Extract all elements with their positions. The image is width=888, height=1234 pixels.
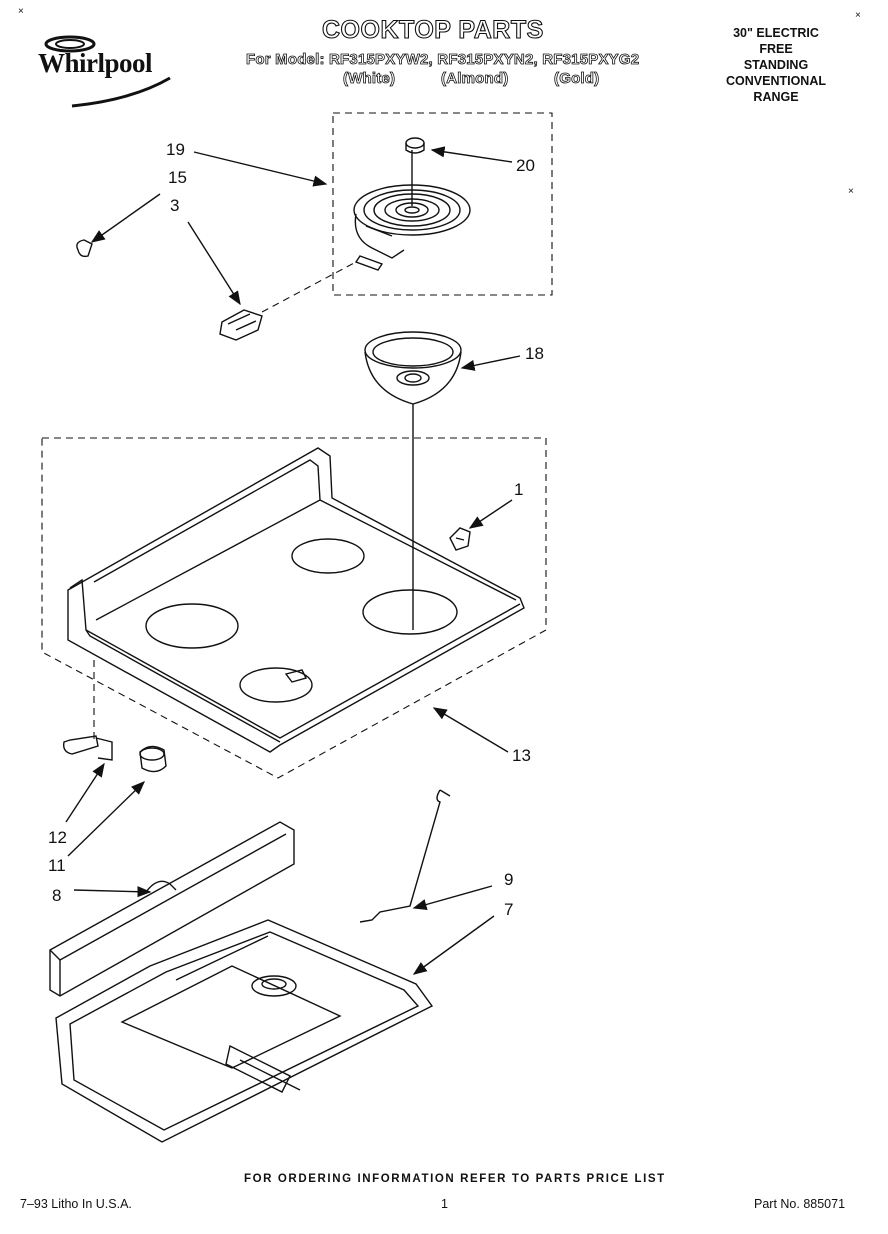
callout-19: 19 (166, 140, 185, 159)
callout-1: 1 (514, 480, 524, 499)
spec-line: 30" ELECTRIC (733, 26, 819, 40)
bottom-tray-part (55, 919, 434, 1143)
corner-mark-r: × (848, 186, 854, 197)
model-line: For Model: RF315PXYW2, RF315PXYN2, RF315… (246, 51, 640, 69)
bracket-part (449, 527, 471, 551)
cooktop-assembly-box (41, 437, 547, 779)
spec-line: FREE (759, 42, 793, 56)
drip-bowl-part (364, 331, 462, 405)
callout-15: 15 (168, 168, 187, 187)
spec-line: STANDING (743, 58, 809, 72)
corner-mark-tr: × (855, 10, 861, 21)
callout-8: 8 (52, 886, 62, 905)
corner-mark-tl: × (18, 6, 24, 17)
whirlpool-logo: Whirlpool (32, 30, 192, 112)
page-number: 1 (441, 1197, 448, 1211)
color-white: (White) (343, 70, 396, 88)
ordering-note: FOR ORDERING INFORMATION REFER TO PARTS … (244, 1173, 666, 1185)
switch-part (62, 735, 113, 761)
wire-clip-part (76, 239, 93, 258)
callout-9: 9 (504, 870, 514, 889)
litho-note: 7–93 Litho In U.S.A. (20, 1197, 132, 1211)
spec-line: CONVENTIONAL (726, 74, 826, 88)
callout-7: 7 (504, 900, 514, 919)
spec-line: RANGE (753, 90, 799, 104)
callout-20: 20 (516, 156, 535, 175)
cooktop-part (67, 447, 525, 753)
element-assembly-box (332, 112, 553, 296)
receptacle-part (139, 745, 167, 773)
callout-3: 3 (170, 196, 180, 215)
brand-name: Whirlpool (38, 48, 153, 78)
range-spec: 30" ELECTRIC FREE STANDING CONVENTIONAL … (706, 25, 846, 105)
color-gold: (Gold) (554, 70, 600, 88)
surface-element-part (353, 150, 471, 271)
callout-13: 13 (512, 746, 531, 765)
callout-12: 12 (48, 828, 67, 847)
terminal-block-part (219, 309, 263, 341)
callout-11: 11 (48, 856, 66, 875)
page-title: COOKTOP PARTS (321, 15, 544, 44)
callout-18: 18 (525, 344, 544, 363)
color-almond: (Almond) (441, 70, 509, 88)
element-cap-part (405, 137, 425, 154)
support-rod-part (359, 789, 451, 923)
part-number: Part No. 885071 (754, 1197, 846, 1211)
